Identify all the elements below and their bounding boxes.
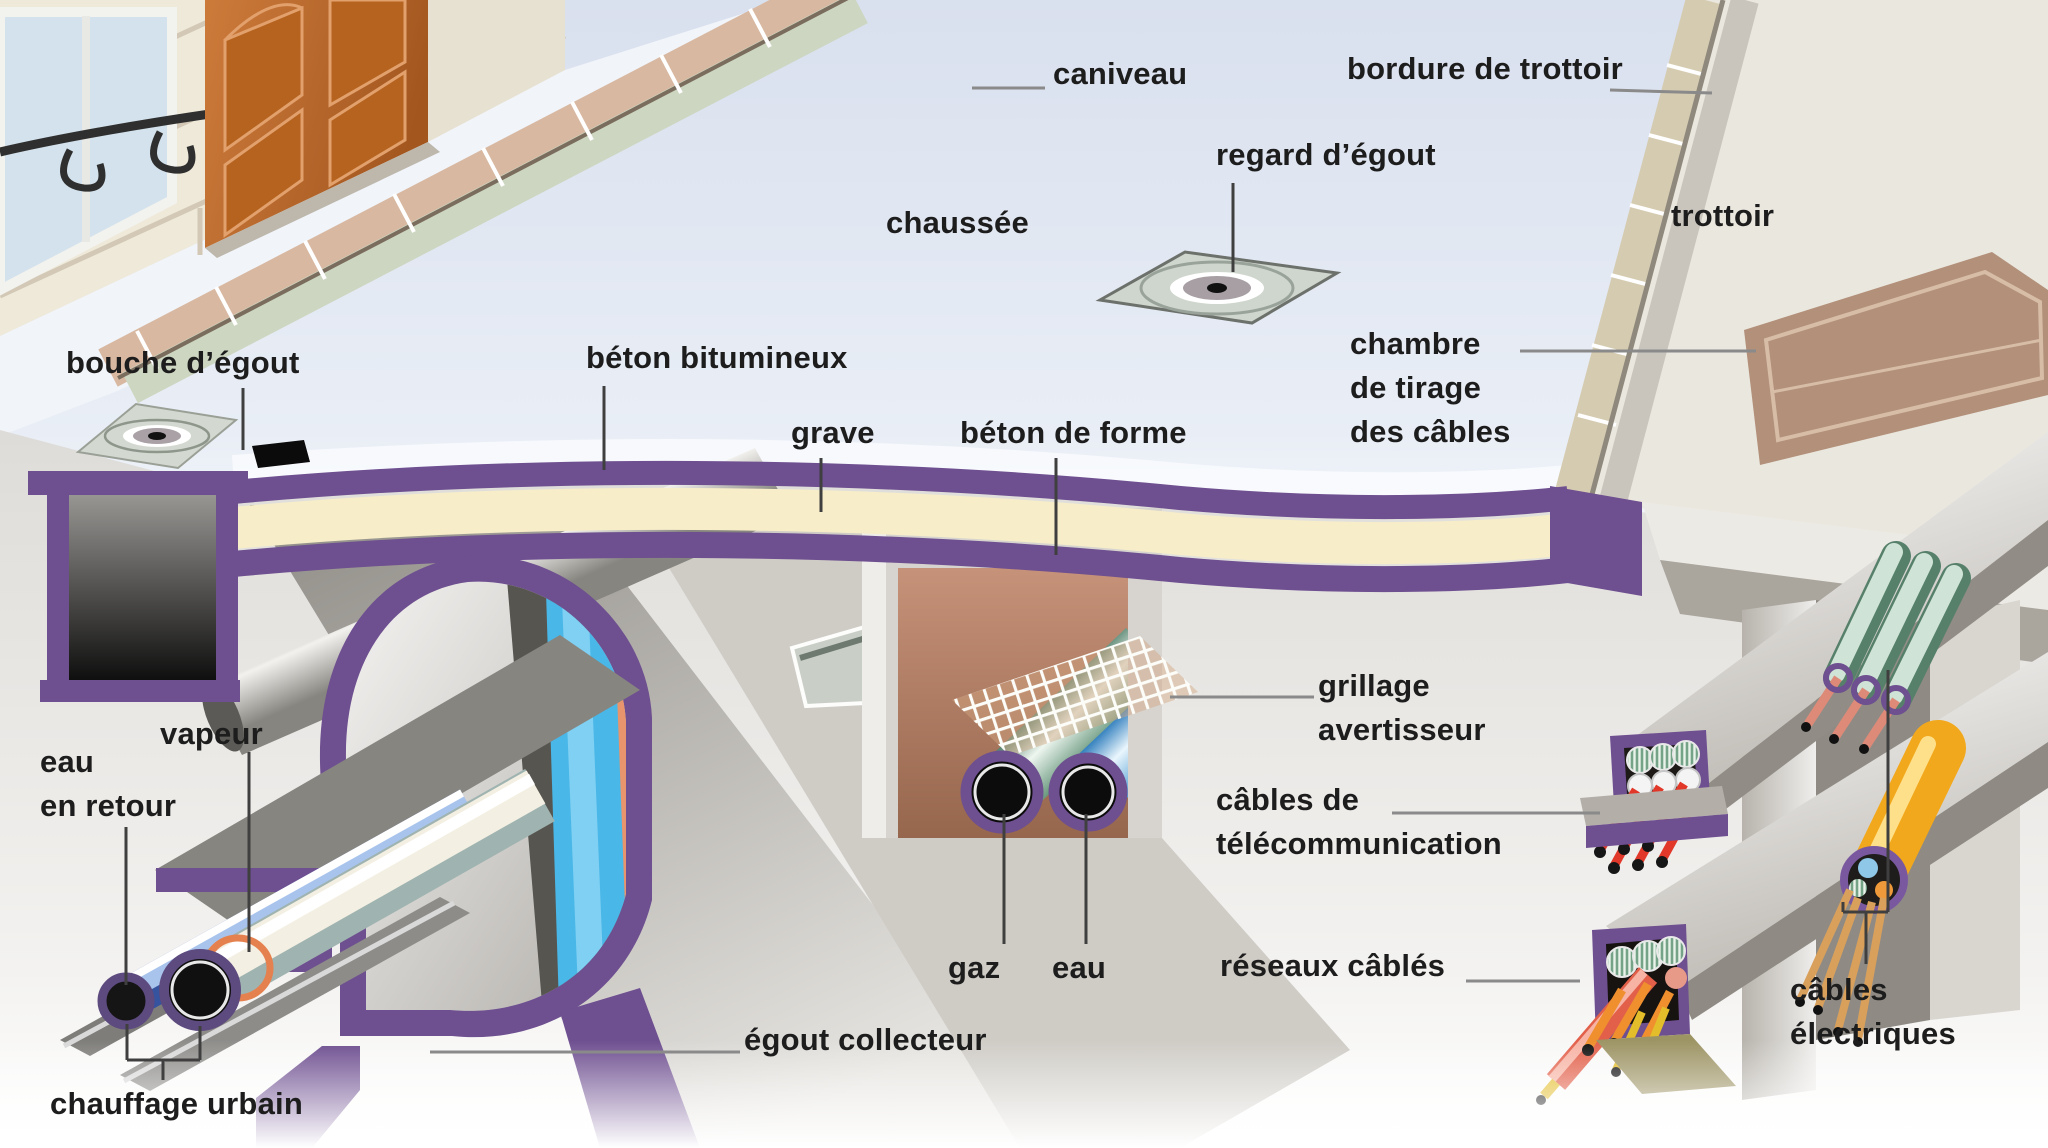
label-gaz: gaz: [948, 950, 1001, 985]
steam-pipe-end: [159, 949, 241, 1031]
label-cables-telecom: câbles de télécommunication: [1216, 782, 1502, 862]
storm-drain-pit: [28, 402, 310, 702]
gas-pipe-end: [960, 750, 1044, 834]
label-cables-electriques: câbles électriques: [1790, 972, 1956, 1052]
cable-pull-chamber-panel: [1744, 252, 2048, 465]
label-caniveau: caniveau: [1053, 56, 1188, 91]
label-vapeur: vapeur: [160, 716, 263, 751]
label-beton-de-forme: béton de forme: [960, 415, 1187, 450]
building-door: [205, 0, 428, 248]
curb: [1553, 0, 1724, 505]
label-beton-bitumineux: béton bitumineux: [586, 340, 848, 375]
bottom-fade: [0, 1040, 2048, 1148]
gutter-caniveau: [0, 0, 868, 436]
conduit-cable-tips: [1801, 663, 1911, 754]
label-egout-collecteur: égout collecteur: [744, 1022, 987, 1057]
leader-bordure: [1609, 88, 1713, 95]
label-grillage: grillage avertisseur: [1318, 668, 1486, 748]
curb-gray-strip: [1598, 0, 1759, 509]
door-threshold: [205, 142, 440, 258]
storm-drain-cover: [75, 402, 239, 470]
layer-beton-de-forme: [231, 531, 1570, 593]
label-chaussee: chaussée: [886, 205, 1029, 240]
label-bouche-egout: bouche d’égout: [66, 345, 300, 380]
leader-electriques-bracket: [1841, 670, 1890, 964]
label-grave: grave: [791, 415, 875, 450]
label-regard-egout: regard d’égout: [1216, 137, 1436, 172]
label-eau-en-retour: eau en retour: [40, 744, 177, 824]
layer-beton-bitumineux: [231, 460, 1570, 520]
curb-inlet-slot: [252, 440, 310, 468]
door-pillar: [428, 0, 565, 142]
network-conduits: [1606, 936, 1687, 989]
label-chauffage-urbain: chauffage urbain: [50, 1086, 303, 1121]
label-trottoir: trottoir: [1671, 198, 1775, 233]
layer-right-cap: [1550, 486, 1642, 596]
gutter-joints: [135, 8, 772, 370]
label-bordure-trottoir: bordure de trottoir: [1347, 51, 1623, 86]
warning-mesh: [952, 636, 1198, 756]
manhole-cover: [1095, 250, 1342, 325]
heating-channel: [155, 635, 640, 925]
district-heating: [60, 635, 640, 1091]
pavement-layers: [231, 460, 1642, 596]
telecom-shelf: [1580, 786, 1728, 826]
leader-lines: [124, 86, 1890, 1080]
sidewalk-right: [1553, 0, 2048, 556]
label-eau: eau: [1052, 950, 1107, 985]
building-facade: [0, 0, 567, 336]
label-chambre-tirage: chambre de tirage des câbles: [1350, 326, 1511, 450]
green-conduit-bundle: [1801, 541, 1971, 754]
window: [0, 7, 177, 296]
leader-chauffage-bracket: [125, 1024, 202, 1080]
layer-grave: [231, 487, 1571, 565]
gas-water-niche: [862, 508, 1198, 838]
label-reseaux-cables: réseaux câblés: [1220, 948, 1446, 983]
